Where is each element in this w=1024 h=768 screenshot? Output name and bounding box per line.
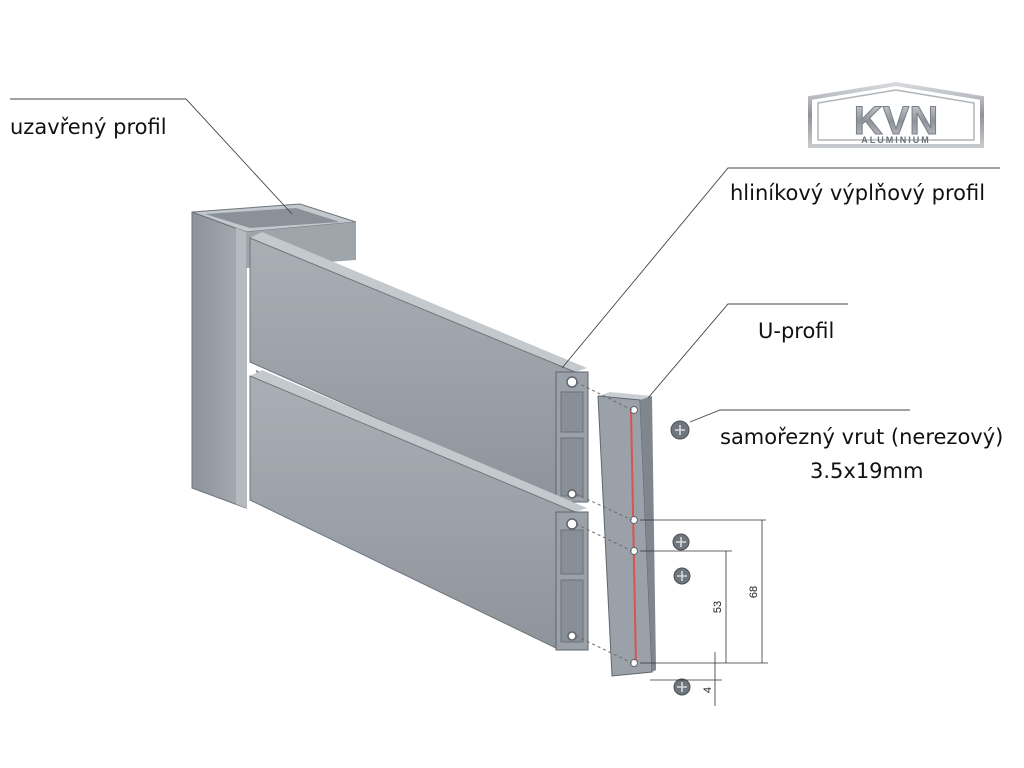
label-screw: samořezný vrut (nerezový) <box>720 425 1003 449</box>
screw <box>673 678 691 696</box>
screw <box>670 420 690 440</box>
dimension-53: 53 <box>712 601 724 613</box>
logo-brand: KVN <box>854 99 938 143</box>
filler-profile-lower <box>249 370 589 651</box>
dimension-4: 4 <box>702 687 714 693</box>
leader-lines <box>10 98 1000 423</box>
assembly-guides <box>575 381 633 664</box>
dimension-lines <box>640 519 768 706</box>
logo-sub: ALUMINIUM <box>861 135 931 145</box>
u-profile <box>597 392 656 677</box>
screw <box>673 567 691 585</box>
screw <box>672 533 690 551</box>
u-profile-seal <box>630 409 637 667</box>
dimension-68: 68 <box>748 586 760 598</box>
kvn-logo: KVN ALUMINIUM <box>808 81 984 148</box>
label-filler-profile: hliníkový výplňový profil <box>730 181 985 205</box>
label-closed-profile: uzavřený profil <box>10 115 167 139</box>
label-screw-size: 3.5x19mm <box>810 459 923 483</box>
label-u-profile: U-profil <box>758 319 834 343</box>
